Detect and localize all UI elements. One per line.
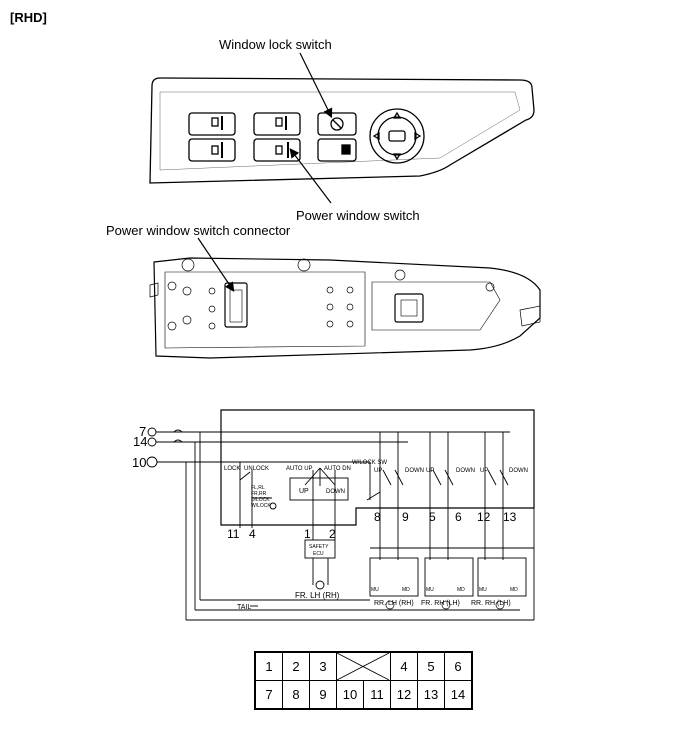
pin-4-label: 4 [249,527,256,541]
pin-9-label: 9 [402,510,409,524]
pin-13-label: 13 [503,510,517,524]
terminal-7 [147,427,157,437]
mu-label: MU [426,587,434,593]
ill-text-2: FR,RR [251,491,267,497]
rr-lh-label: RR. LH (RH) [374,600,414,607]
down-label: DOWN [456,468,475,474]
window-lock-button [317,112,357,136]
up-label: UP [299,488,309,495]
down-label: DOWN [326,489,345,495]
terminal-14 [147,437,157,447]
pin-8-label: 8 [374,510,381,524]
pin-cell: 13 [417,680,445,710]
pin-5-label: 5 [429,510,436,524]
window-lock-switch-callout: Window lock switch [219,37,332,52]
terminal-10 [146,456,158,468]
unlock-label: UNLOCK [244,466,269,472]
md-label: MD [457,587,465,593]
pin-cell: 8 [282,680,310,710]
down-label: DOWN [405,468,424,474]
pin-cell: 12 [390,680,418,710]
mirror-switch [369,108,425,164]
pin-cell: 14 [444,680,473,710]
pin-cell: 1 [254,651,283,681]
terminal-10-label: 10 [132,455,146,470]
pin-11-label: 11 [227,527,240,541]
schematic [146,409,535,621]
window-switch-button [188,138,236,162]
up-label: UP [374,468,382,474]
md-label: MD [402,587,410,593]
wlock-sw-label: W/LOCK SW [352,460,387,466]
power-window-switch-callout: Power window switch [296,208,420,223]
pin-cell: 9 [309,680,337,710]
down-label: DOWN [509,468,528,474]
pin-cell: 10 [336,680,364,710]
lock-leader-line [299,52,333,119]
mu-label: MU [479,587,487,593]
fr-rh-label: FR. RH (LH) [421,600,460,607]
cross-mark [337,653,389,680]
up-label: UP [426,468,434,474]
terminal-14-label: 14 [133,434,147,449]
safety-label: SAFETY [309,544,329,550]
auto-up-label: AUTO UP [286,466,313,472]
ill-text-1: FL,RL [251,485,265,491]
lock-label: LOCK [224,466,240,472]
pin-1-label: 1 [304,527,311,541]
tail-label: TAIL [237,604,251,611]
connector-callout: Power window switch connector [106,223,291,238]
connector-pinout-table: 1 2 3 4 5 6 7 8 9 10 11 12 13 14 [254,651,473,710]
pin-cell: 4 [390,651,418,681]
mu-label: MU [371,587,379,593]
pin-12-label: 12 [477,510,491,524]
window-switch-button [188,112,236,136]
switch-panel [149,77,535,184]
pin-cell: 5 [417,651,445,681]
pin-cell: 6 [444,651,473,681]
window-switch-button [253,138,301,162]
page-header: [RHD] [10,10,47,25]
pin-cell: 7 [254,680,283,710]
blank-key-cell [336,651,391,681]
switch-rear-housing [149,257,541,359]
window-switch-button [253,112,301,136]
up-label: UP [480,468,488,474]
ill-text-4: W/LOCK [251,503,271,509]
md-label: MD [510,587,518,593]
auto-dn-label: AUTO DN [324,466,351,472]
switch-leader-line [289,148,332,204]
switch-outline [220,409,535,526]
pin-cell: 3 [309,651,337,681]
pin-6-label: 6 [455,510,462,524]
pin-cell: 2 [282,651,310,681]
ill-text-3: D/LOCK [251,497,270,503]
ecu-label: ECU [313,551,324,557]
pin-cell: 11 [363,680,391,710]
pin-2-label: 2 [329,527,336,541]
child-lock-button [317,138,357,162]
terminal-7-label: 7 [139,424,146,439]
rr-rh-label: RR. RH (LH) [471,600,511,607]
fr-lh-label: FR. LH (RH) [295,591,340,600]
connector-leader-line [197,237,235,292]
